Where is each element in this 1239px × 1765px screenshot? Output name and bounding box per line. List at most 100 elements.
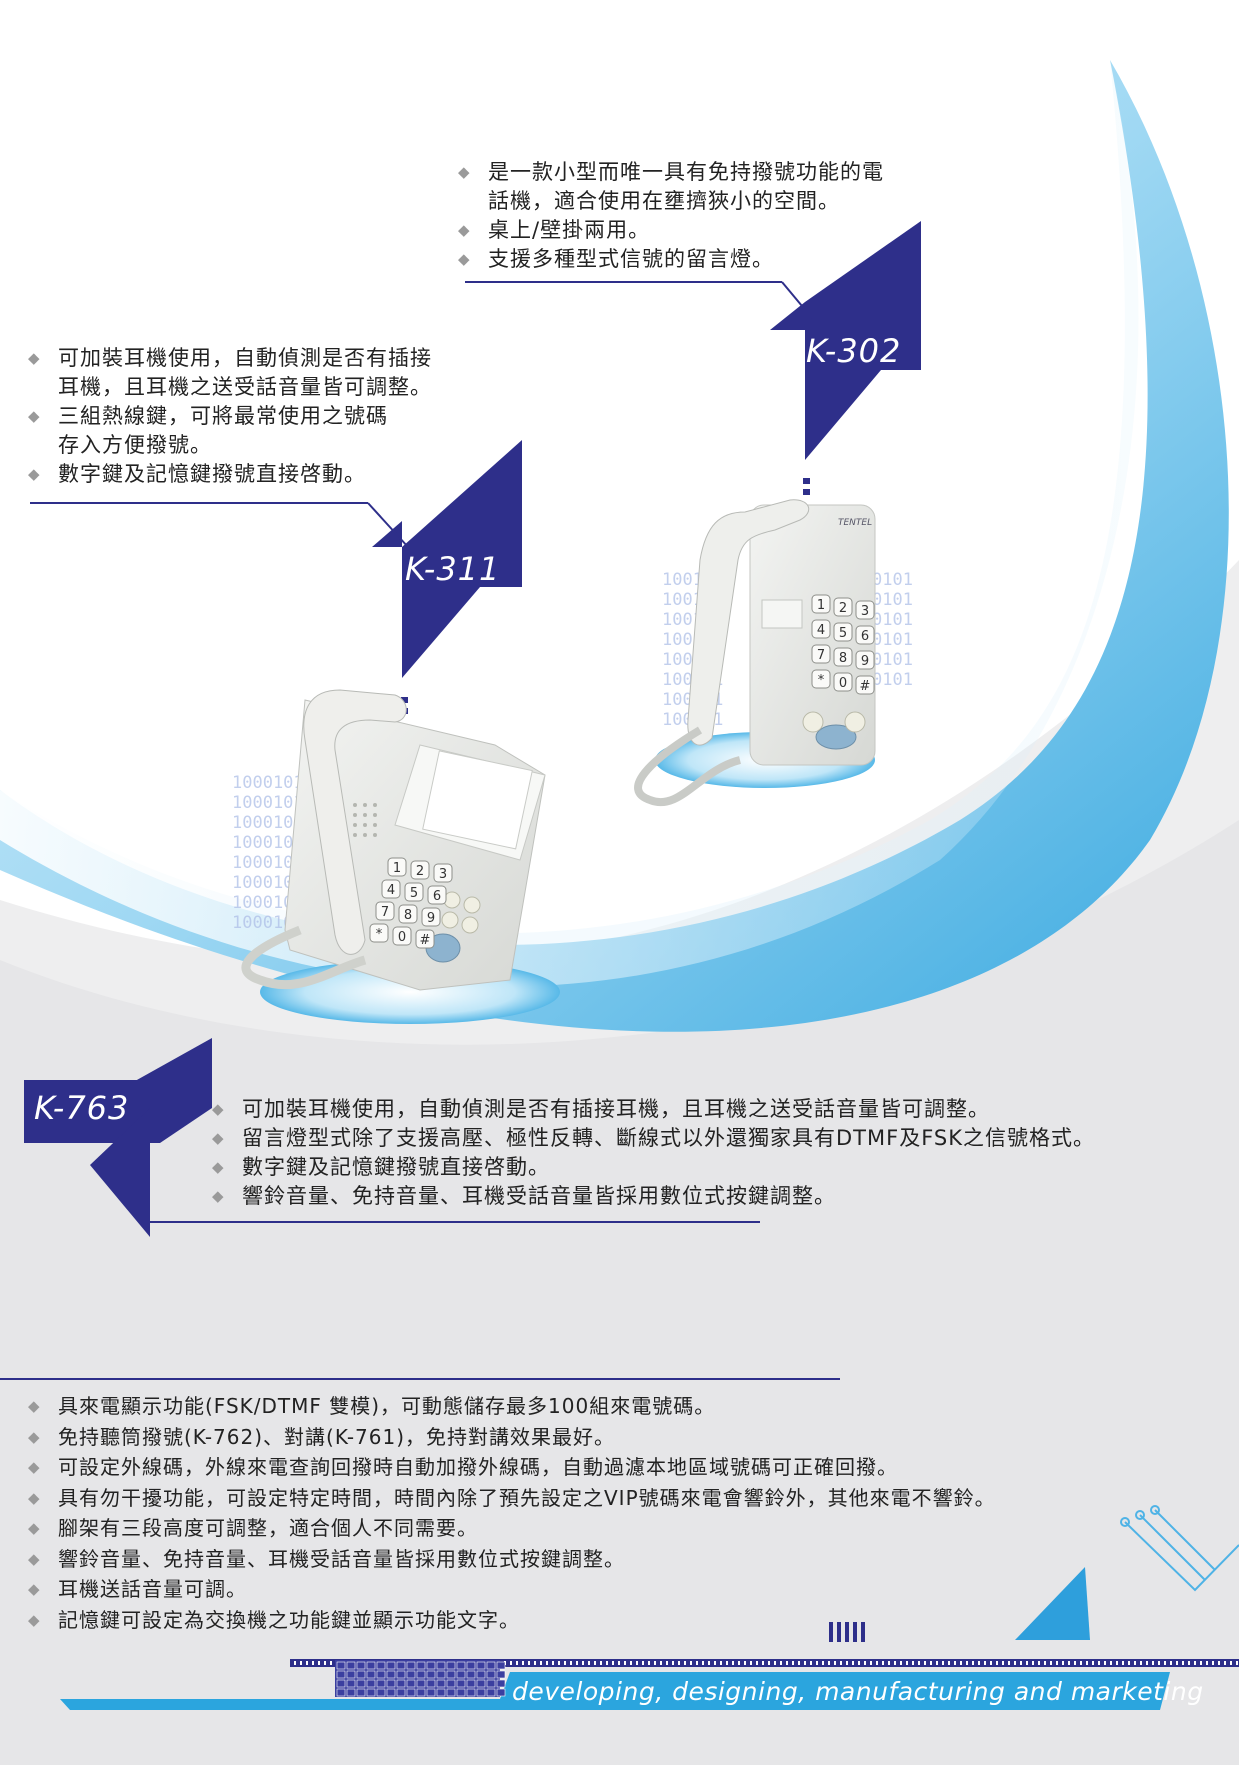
footer-tick [1044,1661,1046,1665]
footer-grid-cell [356,1688,366,1697]
footer-tick [996,1661,998,1665]
footer-tick [1098,1661,1100,1665]
keypad-key [410,860,430,880]
list-item: 留言燈型式除了支援高壓、極性反轉、斷線式以外還獨家具有DTMF及FSK之信號格式… [208,1124,1095,1153]
footer-grid-cell [476,1688,486,1697]
footer-dotted-band [290,1659,1239,1667]
footer-grid-cell [426,1688,436,1697]
keypad-key [833,597,853,617]
keypad-key [855,600,875,620]
keypad-key-label: 6 [861,629,869,644]
svg-text:0101: 0101 [872,630,913,650]
footer-grid-cell [466,1688,476,1697]
footer-grid-cell [376,1670,386,1679]
footer-grid-cell [336,1670,346,1679]
footer-tick [1020,1661,1022,1665]
footer-tick [1116,1661,1118,1665]
footer-tick [936,1661,938,1665]
svg-text:1000101: 1000101 [232,853,304,873]
keypad-key [811,644,831,664]
footer-grid-cell [376,1679,386,1688]
footer-grid-cell [356,1670,366,1679]
keypad-key [833,672,853,692]
footer-grid-cell [496,1661,506,1670]
footer-tick [330,1661,332,1665]
footer-grid-cell [396,1679,406,1688]
footer-tick [702,1661,704,1665]
svg-text:1000101: 1000101 [232,873,304,893]
footer-tick [1218,1661,1220,1665]
keypad-key-label: 1 [393,861,401,876]
svg-text:0101: 0101 [872,670,913,690]
k763-feature-list: 可加裝耳機使用，自動偵測是否有插接耳機，且耳機之送受話音量皆可調整。 留言燈型式… [208,1095,1095,1211]
list-item: 支援多種型式信號的留言燈。 [454,245,884,274]
footer-grid-cell [496,1688,506,1697]
footer-tick [558,1661,560,1665]
keypad-key-label: 8 [404,908,412,923]
keypad-key-label: 0 [398,930,406,945]
footer-grid-cell [446,1661,456,1670]
footer-grid-cell [346,1679,356,1688]
footer-tick [606,1661,608,1665]
svg-text:1000101: 1000101 [232,893,304,913]
keypad-key-label: 7 [817,648,825,663]
footer-grid-cell [376,1661,386,1670]
keypad-key-label: 5 [410,886,418,901]
footer-grid-cell [476,1679,486,1688]
keypad-key-label: 9 [861,654,869,669]
footer-tick [1164,1661,1166,1665]
footer-tick [594,1661,596,1665]
footer-tick [954,1661,956,1665]
keypad-key-label: * [818,673,825,688]
list-item: 免持聽筒撥號(K-762)、對講(K-761)，免持對講效果最好。 [24,1422,996,1453]
footer-grid-cell [416,1661,426,1670]
footer-tick [1110,1661,1112,1665]
footer-tick [1056,1661,1058,1665]
footer-tick [1182,1661,1184,1665]
keypad-key [392,926,412,946]
list-item: 記憶鍵可設定為交換機之功能鍵並顯示功能文字。 [24,1605,996,1636]
footer-tick [294,1661,296,1665]
footer-grid-cell [386,1679,396,1688]
k76x-feature-list: 具來電顯示功能(FSK/DTMF 雙模)，可動態儲存最多100組來電號碼。 免持… [24,1391,996,1635]
footer-tick [1176,1661,1178,1665]
keypad-key-label: 0 [839,676,847,691]
keypad-key [415,929,435,949]
keypad-key-label: 1 [817,598,825,613]
footer-tick [744,1661,746,1665]
footer-grid-cell [446,1688,456,1697]
footer-tick [720,1661,722,1665]
svg-text:TENTEL: TENTEL [838,518,872,528]
footer-grid-cell [366,1661,376,1670]
svg-text:0101: 0101 [872,610,913,630]
keypad-key [855,675,875,695]
footer-tick [648,1661,650,1665]
footer-tick [1080,1661,1082,1665]
keypad-key [811,594,831,614]
footer-grid-cell [376,1688,386,1697]
footer-grid-cell [476,1661,486,1670]
footer-grid-cell [406,1661,416,1670]
footer-grid-cell [396,1661,406,1670]
footer-tick [1158,1661,1160,1665]
keypad-key [833,622,853,642]
footer-tick [582,1661,584,1665]
footer-tick [1008,1661,1010,1665]
k302-model-label: K-302 [806,332,902,370]
footer-tick [714,1661,716,1665]
footer-tick [870,1661,872,1665]
footer-grid-cell [366,1670,376,1679]
footer-tick [750,1661,752,1665]
footer-tick [1134,1661,1136,1665]
footer-grid-cell [346,1688,356,1697]
footer-tick [900,1661,902,1665]
footer-tick [1128,1661,1130,1665]
list-item: 可設定外線碼，外線來電查詢回撥時自動加撥外線碼，自動過濾本地區域號碼可正確回撥。 [24,1452,996,1483]
footer-tick [588,1661,590,1665]
footer-tick [912,1661,914,1665]
footer-grid-cell [396,1688,406,1697]
footer-tick [1038,1661,1040,1665]
svg-text:1000101: 1000101 [232,793,304,813]
footer-tick [642,1661,644,1665]
